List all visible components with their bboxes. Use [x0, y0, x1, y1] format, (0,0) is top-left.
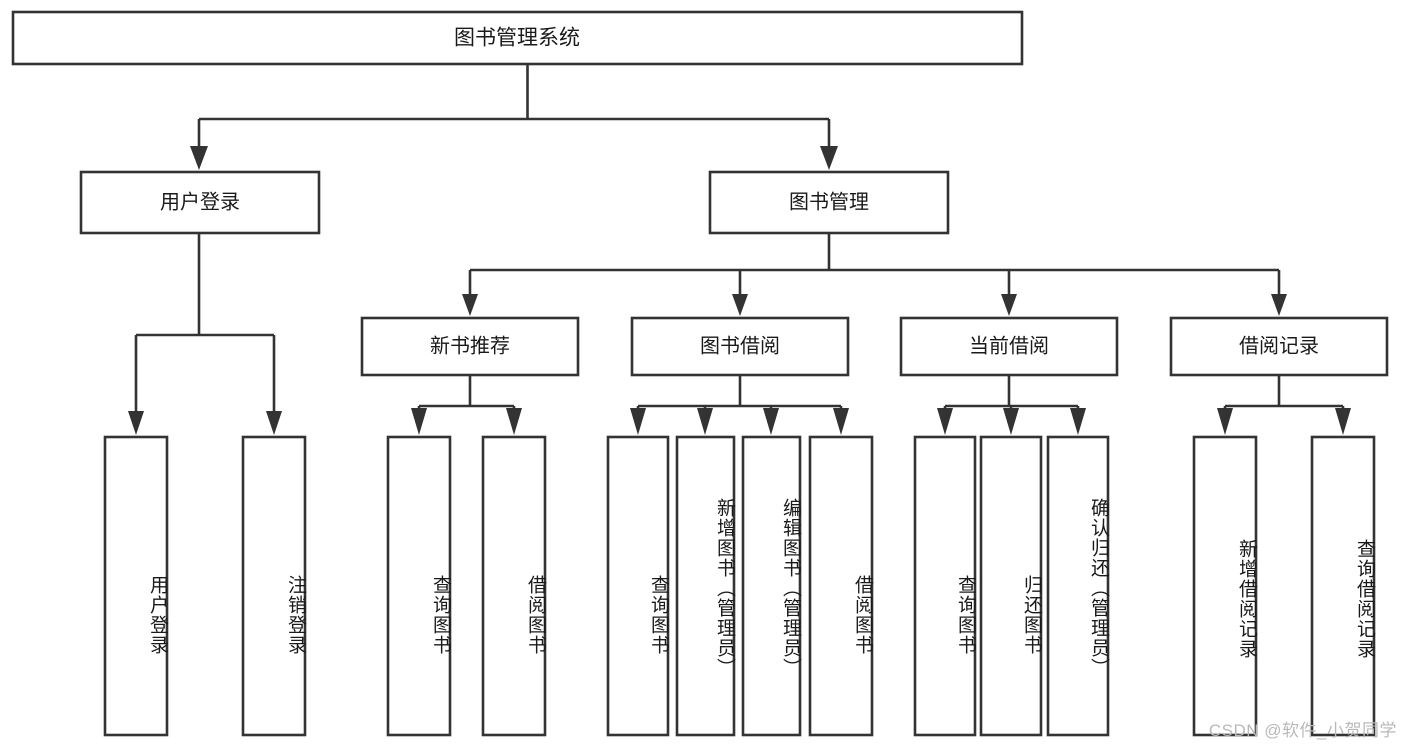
arrow-head-new-book: [462, 294, 478, 316]
node-book-manage-box[interactable]: [708, 170, 950, 235]
arrow-head-user-login: [190, 146, 208, 170]
node-root-box[interactable]: [11, 10, 1024, 66]
leaf-box-query-book-bb[interactable]: [606, 435, 670, 737]
node-book-borrow-label: 图书借阅: [700, 334, 780, 357]
arrow-head-nb-leaf1: [411, 408, 427, 435]
leaf-box-query-book-nb[interactable]: [386, 435, 452, 737]
arrow-head-current-borrow: [1001, 294, 1017, 316]
arrow-head-bb-leaf4: [833, 408, 849, 435]
leaf-box-query-borrow-record[interactable]: [1310, 435, 1376, 737]
node-root-system[interactable]: 图书管理系统: [11, 10, 1024, 66]
leaf-box-add-book-admin[interactable]: [675, 435, 736, 737]
node-new-book-recommend-label: 新书推荐: [430, 334, 510, 357]
arrow-head-leaf-logout: [266, 411, 282, 435]
leaf-box-borrow-book-bb[interactable]: [808, 435, 874, 737]
arrow-head-book-manage: [820, 146, 838, 170]
leaf-box-logout[interactable]: [241, 435, 307, 737]
node-user-login-label: 用户登录: [160, 190, 240, 213]
node-borrow-record-box[interactable]: [1169, 316, 1389, 377]
node-new-book-recommend[interactable]: 新书推荐: [360, 316, 580, 377]
arrow-head-leaf-user-login: [128, 411, 144, 435]
node-user-login-box[interactable]: [79, 170, 321, 235]
leaf-box-user-login[interactable]: [103, 435, 169, 737]
node-user-login[interactable]: 用户登录: [79, 170, 321, 235]
arrow-head-cb-leaf3: [1070, 408, 1086, 435]
node-book-borrow-box[interactable]: [630, 316, 850, 377]
arrow-head-cb-leaf1: [937, 408, 953, 435]
node-new-book-recommend-box[interactable]: [360, 316, 580, 377]
arrow-head-br-leaf2: [1335, 408, 1351, 435]
leaf-box-confirm-return-admin[interactable]: [1046, 435, 1110, 737]
arrow-head-nb-leaf2: [506, 408, 522, 435]
arrow-head-bb-leaf1: [630, 408, 646, 435]
node-current-borrow-box[interactable]: [899, 316, 1119, 377]
node-book-manage[interactable]: 图书管理: [708, 170, 950, 235]
leaf-box-borrow-book-nb[interactable]: [481, 435, 547, 737]
arrow-head-book-borrow: [732, 294, 748, 316]
leaf-box-query-book-cb[interactable]: [913, 435, 977, 737]
node-book-borrow[interactable]: 图书借阅: [630, 316, 850, 377]
arrow-head-borrow-record: [1271, 294, 1287, 316]
node-current-borrow-label: 当前借阅: [969, 334, 1049, 357]
arrow-head-bb-leaf2: [697, 408, 713, 435]
leaf-box-layer: [103, 435, 1376, 737]
node-borrow-record-label: 借阅记录: [1239, 334, 1319, 357]
csdn-watermark: CSDN @软件_小贺同学: [1208, 721, 1397, 740]
node-current-borrow[interactable]: 当前借阅: [899, 316, 1119, 377]
arrow-head-br-leaf1: [1217, 408, 1233, 435]
arrow-head-cb-leaf2: [1003, 408, 1019, 435]
leaf-box-add-borrow-record[interactable]: [1192, 435, 1258, 737]
leaf-box-return-book[interactable]: [979, 435, 1043, 737]
node-book-manage-label: 图书管理: [789, 190, 869, 213]
connector-layer: [128, 64, 1351, 435]
leaf-box-edit-book-admin[interactable]: [741, 435, 802, 737]
node-root-label: 图书管理系统: [454, 27, 580, 50]
node-borrow-record[interactable]: 借阅记录: [1169, 316, 1389, 377]
arrow-head-bb-leaf3: [763, 408, 779, 435]
